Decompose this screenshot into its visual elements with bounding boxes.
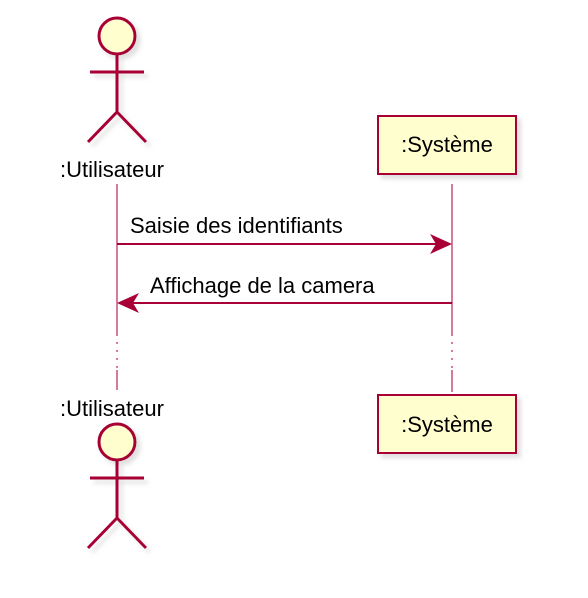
participant-label-top: :Système — [401, 132, 493, 157]
message-arrow-2 — [117, 293, 452, 313]
participant-label-bottom: :Système — [401, 412, 493, 437]
stick-figure-actor-icon — [86, 422, 148, 550]
message-label-1: Saisie des identifiants — [130, 213, 343, 238]
actor-label-top: :Utilisateur — [60, 157, 164, 182]
message-label-2: Affichage de la camera — [150, 273, 375, 298]
actor-label-bottom: :Utilisateur — [60, 396, 164, 421]
stick-figure-actor-icon — [86, 16, 148, 144]
participant-box-top — [377, 115, 517, 175]
participant-box-bottom — [377, 394, 517, 454]
message-arrow-1 — [117, 234, 452, 254]
